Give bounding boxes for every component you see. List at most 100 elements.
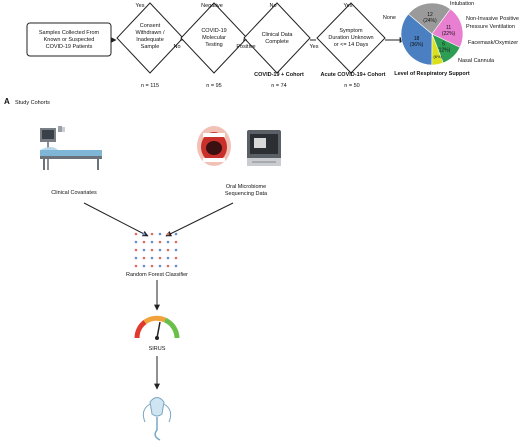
consent-count: n = 115 xyxy=(141,83,159,89)
symptom-yes-label: Yes xyxy=(344,3,353,9)
rf-dot xyxy=(142,240,146,244)
rf-dot xyxy=(134,240,138,244)
pie-slice-percent-0: (24%) xyxy=(423,18,437,24)
testing-line-3: Testing xyxy=(205,42,222,48)
consent-yes-label: Yes xyxy=(136,3,145,9)
rf-dot xyxy=(158,256,162,260)
rf-dot xyxy=(174,248,178,252)
pie-slice-value-3: 3 (6%) xyxy=(430,54,442,59)
rf-dot xyxy=(142,256,146,260)
pie-slice-percent-4: (36%) xyxy=(410,42,424,48)
rf-dot xyxy=(142,264,146,268)
rf-dot xyxy=(134,248,138,252)
arrow-clinical-to-classifier xyxy=(83,202,149,237)
pie-slice-0 xyxy=(407,2,451,35)
testing-count: n = 95 xyxy=(206,83,221,89)
clinical-line-1: Clinical Data xyxy=(262,32,294,38)
consent-line-3: Inadequate xyxy=(136,37,164,43)
hospital-bed-icon xyxy=(40,126,102,170)
consent-line-1: Consent xyxy=(140,23,161,29)
pie-label-facemask: Facemask/Oxymizer xyxy=(468,40,518,46)
decision-consent xyxy=(116,2,184,74)
testing-line-1: COVID-19 xyxy=(201,28,226,34)
rf-dot xyxy=(158,248,162,252)
testing-line-2: Molecular xyxy=(202,35,226,41)
covid-positive-cohort-label: COVID-19 + Cohort xyxy=(254,72,304,78)
rf-dot xyxy=(150,240,154,244)
pie-slice-value-0: 12 xyxy=(427,12,433,18)
pie-slice-value-2: 6 xyxy=(442,42,445,48)
rf-dot xyxy=(174,264,178,268)
pie-slice-1 xyxy=(431,8,464,48)
symptom-line-1: Symptom xyxy=(339,28,363,34)
symptom-line-3: or <= 14 Days xyxy=(334,42,369,48)
pie-label-intubation: Intubation xyxy=(450,1,474,7)
rf-dot xyxy=(158,232,162,236)
consent-line-4: Sample xyxy=(141,44,160,50)
clinical-covariates-label: Clinical Covariates xyxy=(51,190,97,196)
sirus-label: SIRUS xyxy=(149,346,166,352)
arrow-oral-to-classifier xyxy=(165,202,234,237)
rf-dot xyxy=(134,256,138,260)
sequencer-icon xyxy=(247,130,281,166)
consent-no-label: No xyxy=(173,44,180,50)
symptom-line-2: Duration Unknown xyxy=(328,35,373,41)
rf-dot xyxy=(142,248,146,252)
sirus-gauge-icon xyxy=(134,315,180,340)
random-forest-label: Random Forest Classifier xyxy=(126,272,188,278)
rf-dot xyxy=(134,264,138,268)
start-box-line-3: COVID-19 Patients xyxy=(46,44,93,50)
clinical-count: n = 74 xyxy=(271,83,286,89)
pie-slice-4 xyxy=(400,13,433,66)
acute-cohort-label: Acute COVID-19+ Cohort xyxy=(321,72,386,78)
decision-clinical-data xyxy=(243,2,311,74)
rf-dot xyxy=(174,256,178,260)
pie-label-niv-line-1: Non-Invasive Positive xyxy=(466,16,519,22)
rf-dot xyxy=(150,232,154,236)
clinical-yes-label: Yes xyxy=(310,44,319,50)
oral-microbiome-label-line-2: Sequencing Data xyxy=(225,191,268,197)
rf-dot xyxy=(150,264,154,268)
gauge-needle xyxy=(156,321,161,339)
rf-dot xyxy=(158,240,162,244)
rf-dot xyxy=(150,248,154,252)
rf-dot xyxy=(158,264,162,268)
pie-slice-percent-2: (12%) xyxy=(437,48,451,54)
rf-dot xyxy=(166,264,170,268)
pie-label-none: None xyxy=(383,15,396,21)
decision-symptom-duration xyxy=(316,2,386,74)
rf-dot xyxy=(174,240,178,244)
rf-dot xyxy=(166,248,170,252)
flowchart-text: Samples Collected From Known or Suspecte… xyxy=(39,3,386,89)
clinical-line-2: Complete xyxy=(265,39,289,45)
flowchart xyxy=(26,2,406,74)
pie-label-niv-line-2: Pressure Ventilation xyxy=(466,24,515,30)
start-box-line-2: Known or Suspected xyxy=(44,37,95,43)
clinical-no-label: No xyxy=(269,3,276,9)
rf-dot xyxy=(142,232,146,236)
bed-mattress xyxy=(40,150,102,156)
pie-title: Level of Respiratory Support xyxy=(394,71,470,77)
testing-positive-label: Positive xyxy=(236,44,255,50)
rf-dot xyxy=(174,232,178,236)
pie-label-nasal: Nasal Cannula xyxy=(458,58,495,64)
start-box-line-1: Samples Collected From xyxy=(39,30,100,36)
rf-dot xyxy=(150,256,154,260)
testing-negative-label: Negative xyxy=(201,3,223,9)
consent-line-2: Withdrawn / xyxy=(135,30,165,36)
oxygen-mask-icon xyxy=(142,397,172,441)
mouth-icon xyxy=(197,126,231,166)
decision-covid-testing xyxy=(180,2,248,74)
random-forest-grid-icon xyxy=(134,232,178,268)
section-title: Study Cohorts xyxy=(15,100,50,106)
respiratory-support-pie: 12(24%)11(22%)6(12%)3 (6%)18(36%) xyxy=(400,2,464,66)
rf-dot xyxy=(134,232,138,236)
symptom-count: n = 50 xyxy=(344,83,359,89)
rf-dot xyxy=(166,256,170,260)
pie-slice-value-1: 11 xyxy=(446,25,451,31)
pie-labels: None Intubation Non-Invasive Positive Pr… xyxy=(383,1,519,77)
rf-dot xyxy=(166,240,170,244)
panel-letter: A xyxy=(4,97,10,106)
pie-slice-percent-1: (22%) xyxy=(442,31,456,37)
